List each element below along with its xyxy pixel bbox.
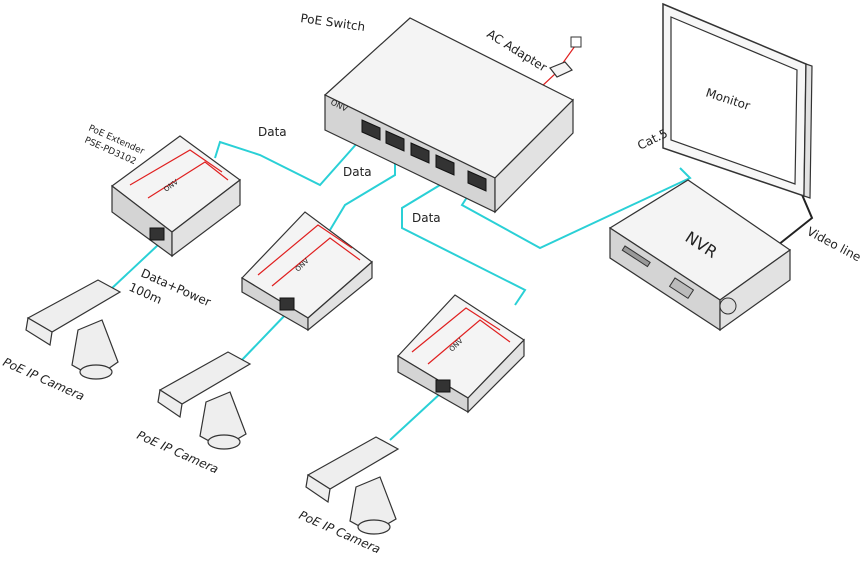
switch-ports [361,119,487,192]
extender-3-port [435,379,451,393]
extender-2-stripe-2 [271,237,361,287]
extender-1-stripe [129,149,223,186]
extender-1-side [171,178,241,258]
camera-1-housing [26,279,122,333]
extender-2-side [307,260,373,332]
poe-extender-1 [111,135,242,258]
extender-1-port [149,227,165,241]
power-outlet [570,36,582,48]
ac-adapter-body [549,61,573,78]
switch-port-5 [467,170,487,192]
switch-port-4 [435,154,455,176]
monitor-screen [670,16,798,185]
video-line-cable [777,189,814,246]
poe-switch: ONV [323,17,575,214]
extender-3-side [467,338,525,414]
cable-extender-1-to-camera [109,244,159,291]
poe-ip-camera-3 [305,436,400,535]
nvr [608,179,792,332]
camera-2-lens-end [157,389,183,419]
nvr-disc-slot [621,245,651,268]
nvr-knob-icon [719,297,737,315]
extender-3-stripe-2 [427,319,511,365]
camera-1-lens-end [25,317,53,346]
camera-2-base [207,434,241,450]
monitor-edge [803,63,813,199]
cable-switch-to-extender-1 [214,131,368,187]
cable-extender-3-to-camera [389,391,443,441]
poe-switch-label: PoE Switch [300,11,367,34]
nvr-button-panel [668,277,695,300]
poe-ip-camera-1 [25,279,122,380]
data-label-2: Data [343,165,372,179]
extender-3-stripe [411,307,501,353]
cable-switch-to-extender-2 [329,148,396,231]
nvr-side [719,248,791,332]
monitor [662,2,813,199]
data-label-1: Data [258,125,287,139]
switch-port-1 [361,119,381,141]
cable-extender-2-to-camera [239,311,289,363]
ac-adapter [539,36,582,89]
poe-ip-camera-2 [157,351,252,450]
switch-side [494,98,574,214]
poe-extender-2 [241,211,373,332]
camera-3-housing [306,436,400,490]
extender-1-stripe-2 [147,161,229,199]
extender-2-stripe [257,224,353,276]
data-label-3: Data [412,211,441,225]
extender-2-port [279,297,295,311]
camera-3-lens-end [305,474,331,504]
camera-3-base [357,519,391,535]
switch-port-3 [410,142,430,164]
video-line-label: Video line [805,224,860,264]
camera-2-housing [158,351,252,405]
camera-1-base [79,364,113,380]
switch-port-2 [385,130,405,152]
poe-extender-3 [397,294,525,414]
